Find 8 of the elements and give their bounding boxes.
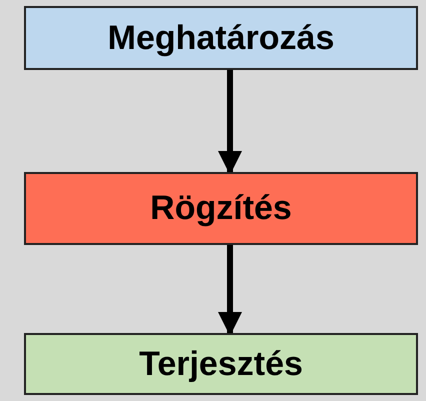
process-box [24, 6, 418, 70]
box-label: Rögzítés [150, 189, 292, 228]
process-box [24, 172, 418, 245]
box-label: Meghatározás [108, 18, 334, 58]
arrow [218, 70, 242, 175]
arrow [218, 245, 242, 336]
process-box [24, 333, 418, 395]
box-label: Terjesztés [139, 344, 303, 384]
